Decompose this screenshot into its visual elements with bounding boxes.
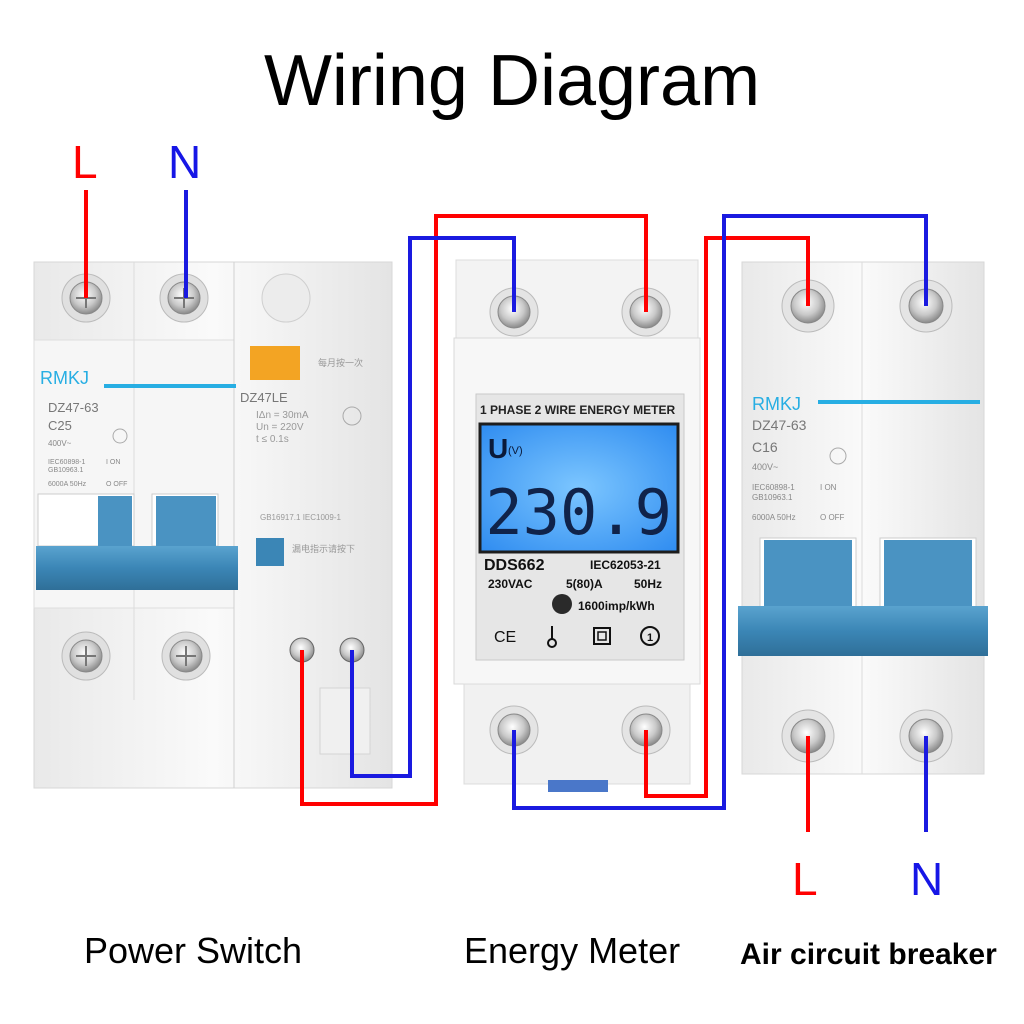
breaker-handle-stem xyxy=(884,540,972,606)
wire-neutral-meter-to-breaker xyxy=(512,214,928,810)
meter-constant: 1600imp/kWh xyxy=(578,599,655,613)
wire-neutral-switch-to-meter xyxy=(350,236,516,778)
wire-live-switch-to-meter xyxy=(300,214,648,806)
rcd-terminal-block xyxy=(319,687,371,755)
breaker-on: I ON xyxy=(820,483,837,492)
power-switch-on: I ON xyxy=(106,459,120,466)
meter-lcd xyxy=(478,422,680,554)
diagram-title: Wiring Diagram xyxy=(263,41,761,121)
screw-icon xyxy=(161,631,211,681)
breaker-voltage: 400V~ xyxy=(752,462,778,472)
live-input-label: L xyxy=(72,136,98,188)
neutral-input-label: N xyxy=(168,136,202,188)
ce-mark-icon: CE xyxy=(494,629,516,646)
din-clip xyxy=(548,780,608,792)
live-output-label: L xyxy=(792,853,818,905)
lcd-unit-letter: U xyxy=(488,433,508,464)
power-switch-device: RMKJ DZ47-63 C25 400V~ IEC60898-1 GB1096… xyxy=(33,261,393,789)
screw-icon xyxy=(61,631,111,681)
breaker-std2: GB10963.1 xyxy=(752,493,793,502)
wires xyxy=(84,190,928,832)
power-switch-brand: RMKJ xyxy=(40,368,89,388)
test-hole-icon xyxy=(261,273,311,323)
double-insulation-inner xyxy=(597,631,607,641)
accuracy-class-icon xyxy=(640,626,660,646)
rcd-model: DZ47LE xyxy=(240,390,288,405)
rcd-idn: IΔn = 30mA xyxy=(256,410,309,421)
power-switch-handle[interactable] xyxy=(36,546,238,590)
pulse-led-icon xyxy=(552,594,572,614)
breaker-handle[interactable] xyxy=(738,606,988,656)
rcd-note-top: 每月按一次 xyxy=(318,357,363,368)
thermometer-icon xyxy=(547,626,557,648)
meter-model: DDS662 xyxy=(484,557,545,574)
meter-voltage: 230VAC xyxy=(488,577,533,591)
power-switch-rating: C25 xyxy=(48,418,72,433)
meter-standard: IEC62053-21 xyxy=(590,558,661,572)
double-insulation-icon xyxy=(593,627,611,645)
air-circuit-breaker-device: RMKJ DZ47-63 C16 400V~ IEC60898-1 GB1096… xyxy=(738,261,988,775)
power-switch-std1: IEC60898-1 xyxy=(48,459,85,466)
breaker-brand: RMKJ xyxy=(752,394,801,414)
power-switch-capacity: 6000A 50Hz xyxy=(48,481,87,488)
lcd-unit: (V) xyxy=(508,445,523,457)
meter-header: 1 PHASE 2 WIRE ENERGY METER xyxy=(480,403,675,417)
breaker-model: DZ47-63 xyxy=(752,417,807,433)
caption-power-switch: Power Switch xyxy=(84,930,303,971)
power-switch-handle-stem xyxy=(98,496,132,546)
power-switch-handle-stem xyxy=(156,496,216,546)
power-switch-off: O OFF xyxy=(106,481,127,488)
rcd-note-bottom: 漏电指示请按下 xyxy=(292,543,355,554)
neutral-output-label: N xyxy=(910,853,944,905)
wire-live-meter-to-breaker xyxy=(644,236,810,798)
ccc-mark-icon xyxy=(112,428,128,444)
lcd-reading: 230.9 xyxy=(485,476,672,549)
power-switch-voltage: 400V~ xyxy=(48,439,72,448)
meter-current: 5(80)A xyxy=(566,577,603,591)
ccc-mark-icon xyxy=(829,447,847,465)
breaker-std1: IEC60898-1 xyxy=(752,483,795,492)
caption-air-circuit-breaker: Air circuit breaker xyxy=(740,938,997,971)
breaker-capacity: 6000A 50Hz xyxy=(752,513,796,522)
power-switch-std2: GB10963.1 xyxy=(48,467,84,474)
power-switch-model: DZ47-63 xyxy=(48,400,99,415)
accuracy-class: 1 xyxy=(647,632,653,644)
rcd-t: t ≤ 0.1s xyxy=(256,434,289,445)
rcd-indicator-button[interactable] xyxy=(256,538,284,566)
rcd-std: GB16917.1 IEC1009-1 xyxy=(260,513,341,522)
breaker-rating: C16 xyxy=(752,439,778,455)
breaker-handle-stem xyxy=(764,540,852,606)
rcd-test-button[interactable] xyxy=(250,346,300,380)
breaker-off: O OFF xyxy=(820,513,845,522)
ccc-mark-icon xyxy=(342,406,362,426)
rcd-un: Un = 220V xyxy=(256,422,304,433)
caption-energy-meter: Energy Meter xyxy=(464,930,681,971)
meter-frequency: 50Hz xyxy=(634,577,662,591)
energy-meter-device: 1 PHASE 2 WIRE ENERGY METER U (V) 230.9 … xyxy=(453,259,701,792)
breaker-body xyxy=(741,261,985,775)
